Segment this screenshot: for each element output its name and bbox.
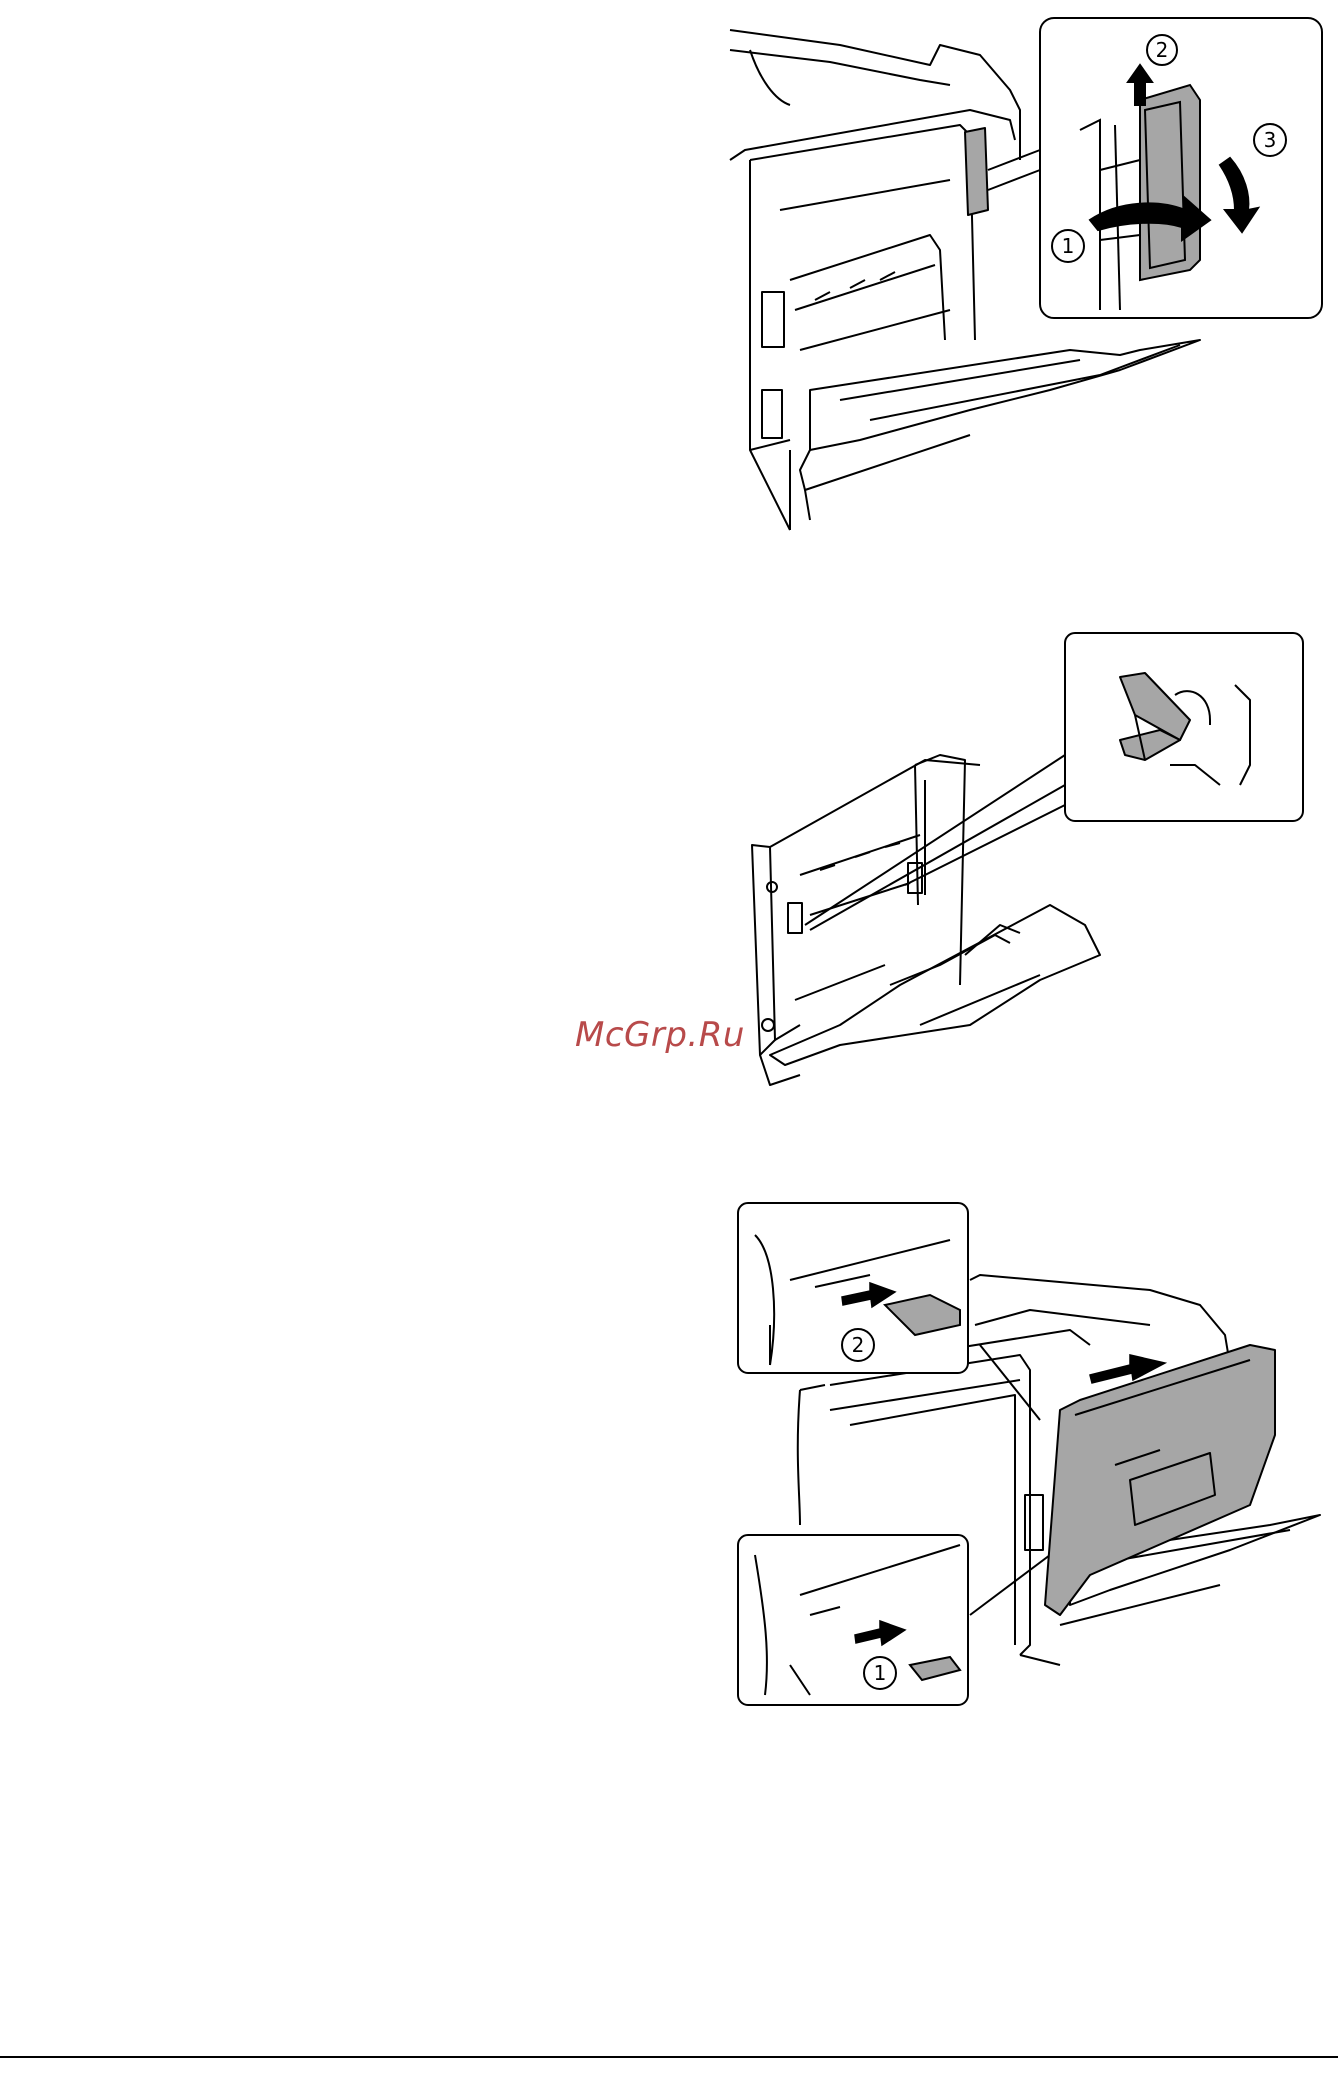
figure-2 [740, 625, 1320, 1105]
page-bottom-rule [0, 2056, 1338, 2058]
watermark-text: McGrp.Ru [575, 1015, 745, 1055]
callout-1: 1 [874, 1661, 887, 1685]
figure-2-drawing [740, 625, 1320, 1105]
figure-3-drawing: 2 1 [730, 1195, 1330, 1725]
callout-2: 2 [1156, 38, 1169, 62]
figure-1-drawing: 2 3 1 [720, 10, 1330, 540]
callout-1: 1 [1062, 234, 1075, 258]
figure-1: 2 3 1 [720, 10, 1330, 540]
figure-3: 2 1 [730, 1195, 1330, 1725]
callout-3: 3 [1264, 128, 1277, 152]
callout-2: 2 [852, 1333, 865, 1357]
